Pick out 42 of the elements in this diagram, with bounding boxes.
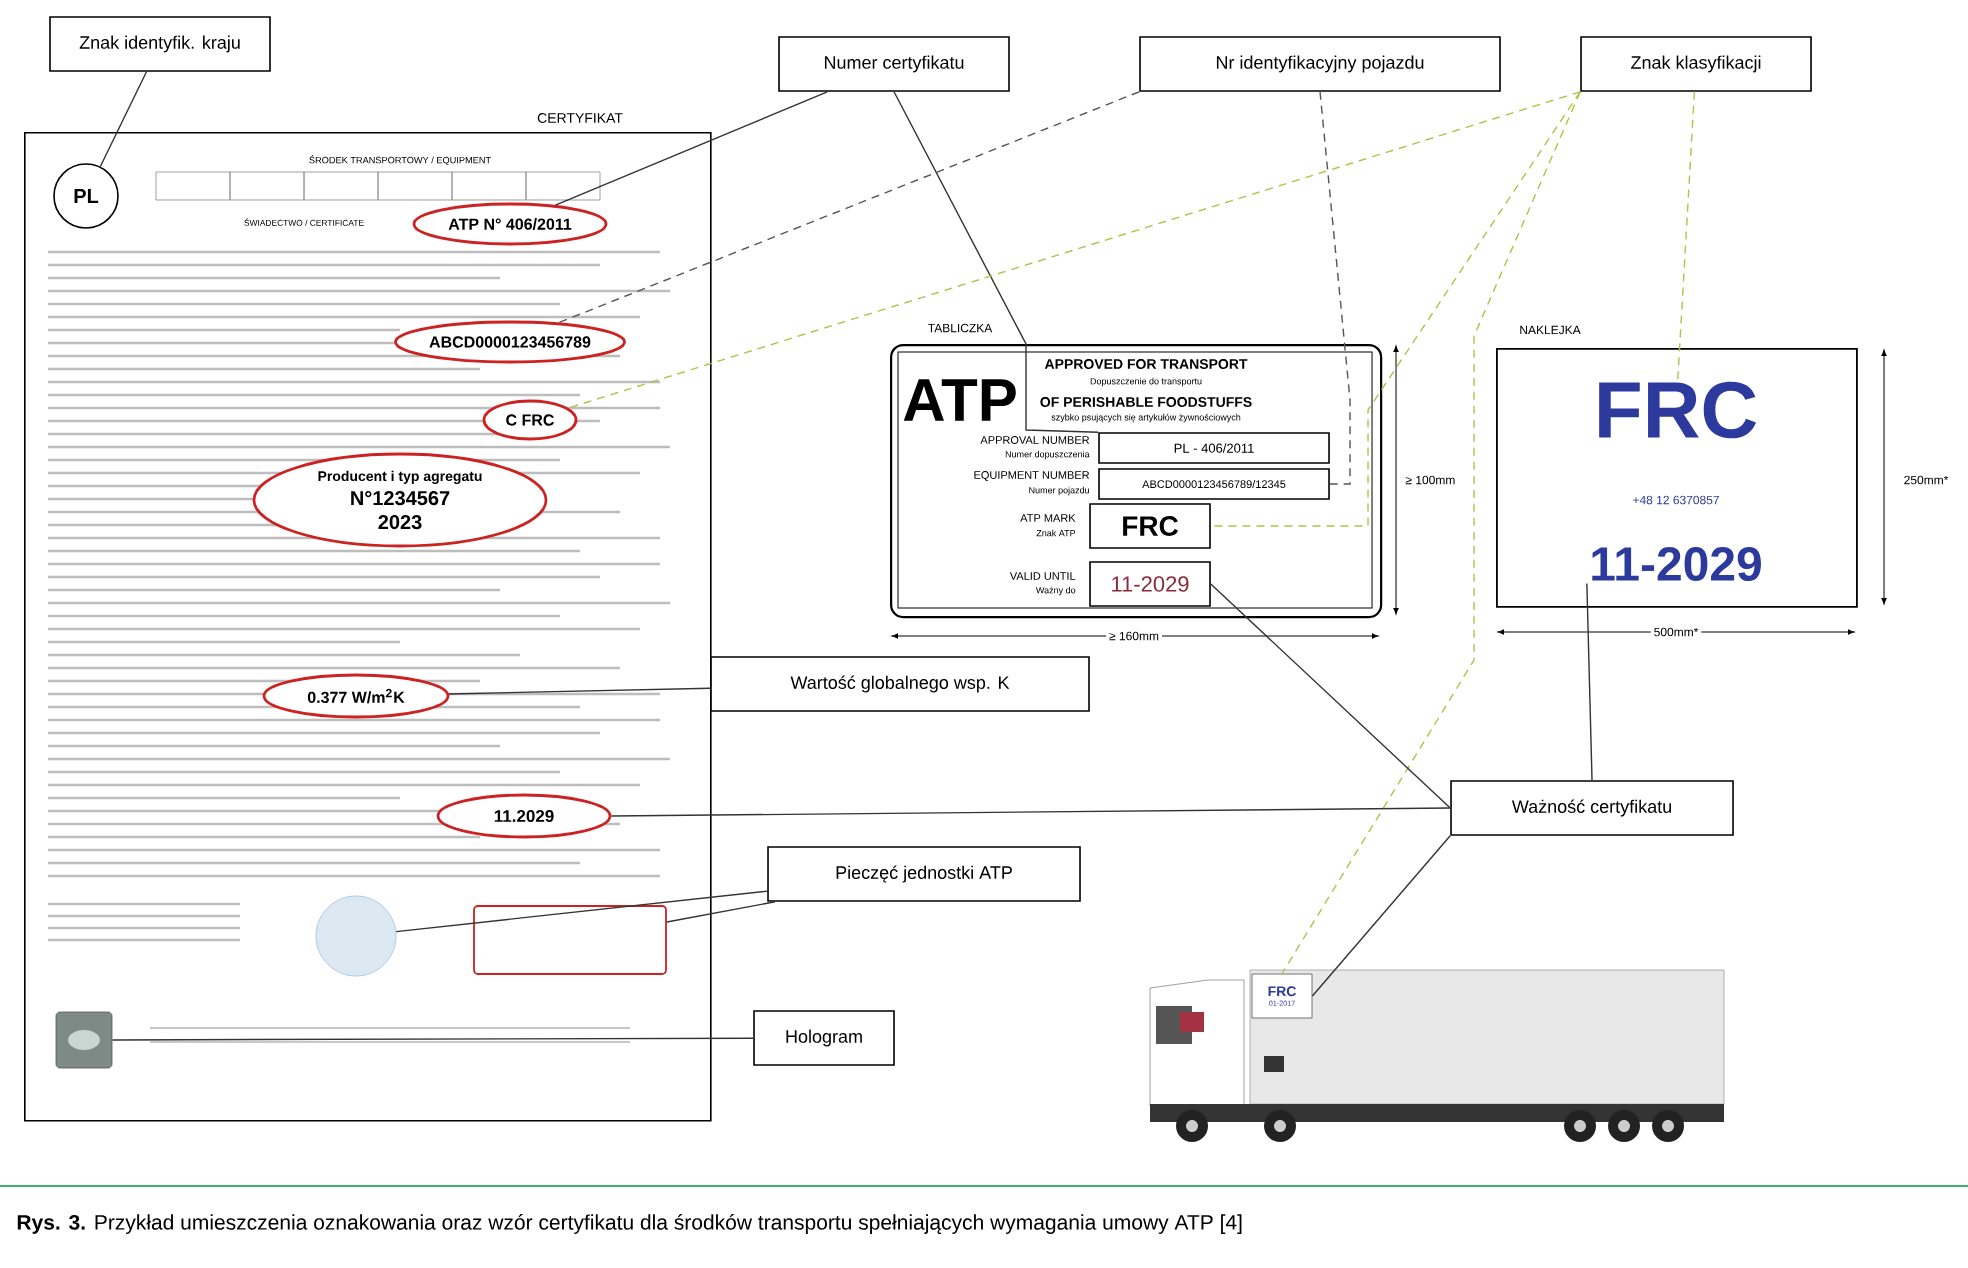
highlight-oval: 0.377 W/m$^{2}$K xyxy=(262,673,450,719)
hologram-sticker xyxy=(55,1011,113,1069)
sticker-text: FRC xyxy=(1599,381,1757,439)
truck-drawing xyxy=(1149,969,1725,1142)
leader-line xyxy=(666,901,776,923)
callout-box: Znak identyfik. kraju xyxy=(49,16,271,72)
leader-line xyxy=(1210,583,1451,809)
leader-line xyxy=(554,91,828,206)
highlight-oval: ABCD0000123456789 xyxy=(394,320,626,364)
figure-caption: Rys. 3. Przykład umieszczenia oznakowania oraz wzór certyfikatu dla środków transportu spełniających wymagania umowy ATP [4] xyxy=(17,1214,1242,1234)
sticker xyxy=(1496,325,1858,608)
leader-line xyxy=(395,890,768,933)
callout-box: Wartość globalnego wsp. K xyxy=(710,656,1090,712)
callout-box: Pieczęć jednostki ATP xyxy=(767,846,1081,902)
sticker-text: 11-2029 xyxy=(1592,547,1761,581)
highlight-oval: C FRC xyxy=(482,399,578,441)
highlight-oval: 11.2029 xyxy=(436,793,612,839)
atp-plate xyxy=(890,323,1383,619)
leader-line xyxy=(1586,582,1593,781)
leader-line xyxy=(111,1037,754,1041)
value-field: 11-2029 xyxy=(1089,561,1211,607)
plate-text: ATP xyxy=(903,379,1016,421)
highlight-oval: ATP N° 406/2011 xyxy=(412,202,608,246)
leader-line xyxy=(893,91,1099,433)
stamp-box xyxy=(473,905,667,975)
callout-box: Znak klasyfikacji xyxy=(1580,36,1812,92)
callout-box: Ważność certyfikatu xyxy=(1450,780,1734,836)
leader-line xyxy=(1210,91,1581,527)
leader-line xyxy=(1311,835,1451,997)
callout-box: Hologram xyxy=(753,1010,895,1066)
callout-box: Nr identyfikacyjny pojazdu xyxy=(1139,36,1501,92)
leader-line xyxy=(1319,91,1351,485)
value-field: FRC xyxy=(1089,503,1211,549)
leader-line xyxy=(1281,91,1581,975)
leader-line xyxy=(99,71,148,168)
leader-line xyxy=(1677,91,1696,380)
round-stamp xyxy=(315,895,397,977)
leader-line xyxy=(610,807,1451,817)
leader-line xyxy=(448,687,711,695)
leader-line xyxy=(558,91,1140,324)
callout-box: Numer certyfikatu xyxy=(778,36,1010,92)
leader-line xyxy=(567,91,1581,409)
